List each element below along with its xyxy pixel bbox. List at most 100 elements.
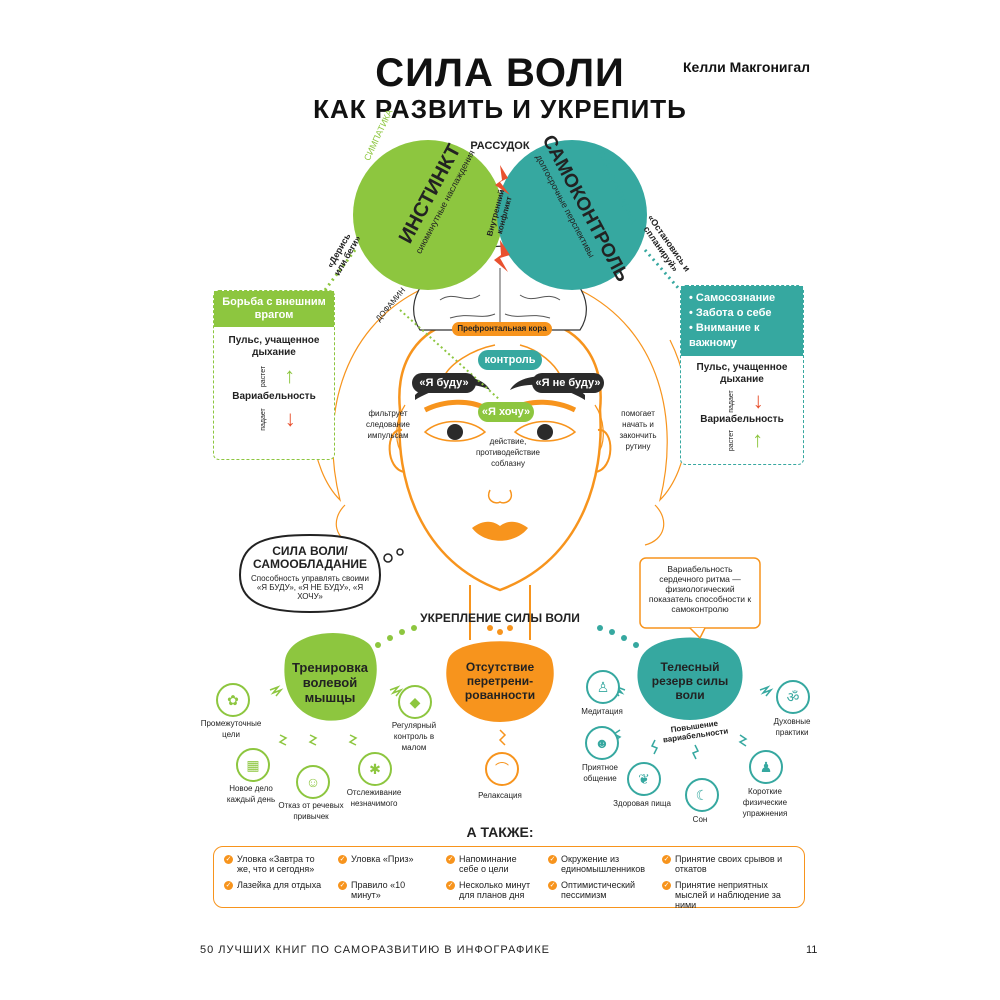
also-item: ✓Правило «10 минут» — [338, 880, 406, 900]
people-icon: ☻ — [585, 726, 619, 760]
check-icon: ✓ — [446, 855, 455, 864]
communication-icon-wrap: ☻ — [585, 726, 619, 760]
meditation-icon: ♙ — [586, 670, 620, 704]
also-item: ✓Несколько минут для планов дня — [446, 880, 531, 900]
i-want-pill: «Я хочу» — [478, 402, 534, 422]
right-item-label: Сон — [692, 815, 708, 824]
also-item: ✓Оптимистический пессимизм — [548, 880, 636, 900]
also-item: ✓Уловка «Завтра то же, что и сегодня» — [224, 854, 315, 874]
check-icon: ✓ — [338, 881, 347, 890]
check-icon: ✓ — [446, 881, 455, 890]
arrow-up-icon: ↑ — [752, 427, 764, 452]
left-box-header: Борьба с внешним врагом — [214, 291, 334, 327]
bug-icon-wrap: ✱ — [358, 752, 392, 786]
left-grows: растет — [260, 365, 267, 387]
author-name: Келли Макгонигал — [683, 59, 811, 75]
also-item: ✓Напоминание себе о цели — [446, 854, 517, 874]
reason-label: РАССУДОК — [470, 140, 530, 152]
right-item-label: Здоровая пища — [613, 799, 671, 808]
bug-icon: ✱ — [358, 752, 392, 786]
arrow-down-icon: ↓ — [284, 406, 296, 431]
right-item: • Самосознание — [689, 292, 776, 304]
hrv-note: Вариабельность сердечного ритма — физиол… — [648, 564, 752, 614]
cake-icon-wrap: ◆ — [398, 685, 432, 719]
no-overtrain-label: Отсутствие перетрени- рованности — [464, 660, 536, 702]
goal-icon-wrap: ✿ — [216, 683, 250, 717]
exercise-icon-wrap: ♟ — [749, 750, 783, 784]
cat-icon: ☺ — [296, 765, 330, 799]
left-item-label: Отказ от речевых привычек — [278, 801, 344, 821]
left-item-label: Регулярный контроль в малом — [391, 721, 437, 752]
exercise-icon: ♟ — [749, 750, 783, 784]
right-variability: Вариабельность — [700, 414, 784, 425]
right-info-box: • Самосознание • Забота о себе • Внимани… — [680, 285, 804, 465]
also-item: ✓Принятие своих срывов и откатов — [662, 854, 783, 874]
meditation-icon-wrap: ♙ — [586, 670, 620, 704]
strengthen-title: УКРЕПЛЕНИЕ СИЛЫ ВОЛИ — [420, 611, 580, 625]
page-number: 11 — [806, 944, 818, 956]
also-column: ✓Уловка «Завтра то же, что и сегодня» ✓Л… — [224, 854, 324, 890]
check-icon: ✓ — [548, 881, 557, 890]
cake-icon: ◆ — [398, 685, 432, 719]
sleep-icon-wrap: ☾ — [685, 778, 719, 812]
food-icon-wrap: ❦ — [627, 762, 661, 796]
relax-icon-wrap: ⌒ — [485, 752, 519, 786]
cat-icon-wrap: ☺ — [296, 765, 330, 799]
also-column: ✓Окружение из единомышленников ✓Оптимист… — [548, 854, 658, 900]
balloons-icon: ✿ — [216, 683, 250, 717]
right-item-label: Медитация — [581, 707, 623, 716]
calendar-icon-wrap: ▦ — [236, 748, 270, 782]
action-note: действие, противодействие соблазну — [475, 437, 541, 468]
prefrontal-pill: Префронтальная кора — [452, 322, 552, 336]
willpower-text: Способность управлять своими «Я БУДУ», «… — [251, 574, 369, 601]
check-icon: ✓ — [338, 855, 347, 864]
also-item: ✓Принятие неприятных мыслей и наблюдение… — [662, 880, 781, 910]
also-column: ✓Напоминание себе о цели ✓Несколько мину… — [446, 854, 538, 900]
also-box — [213, 846, 805, 908]
left-info-box: Борьба с внешним врагом Пульс, учащенное… — [213, 290, 335, 460]
left-item-label: Отслеживание незначимого — [346, 788, 402, 808]
calendar-icon: ▦ — [236, 748, 270, 782]
check-icon: ✓ — [662, 855, 671, 864]
body-reserve-label: Телесный резерв силы воли — [651, 660, 729, 702]
left-falls: падает — [260, 407, 267, 431]
footer-text: 50 ЛУЧШИХ КНИГ ПО САМОРАЗВИТИЮ В ИНФОГРА… — [200, 944, 550, 956]
check-icon: ✓ — [224, 855, 233, 864]
relax-label: Релаксация — [478, 791, 522, 800]
willpower-title: СИЛА ВОЛИ/ САМООБЛАДАНИЕ — [252, 544, 368, 571]
arrow-down-icon: ↓ — [752, 388, 764, 413]
om-icon: ॐ — [776, 680, 810, 714]
willpower-bubble: СИЛА ВОЛИ/ САМООБЛАДАНИЕ Способность упр… — [248, 544, 372, 602]
i-wont-pill: «Я не буду» — [532, 373, 604, 393]
right-item: • Внимание к важному — [689, 322, 760, 349]
also-item: ✓Лазейка для отдыха — [224, 880, 322, 890]
also-column: ✓Уловка «Приз» ✓Правило «10 минут» — [338, 854, 428, 900]
left-pulse: Пульс, учащенное дыхание — [228, 335, 320, 358]
also-item: ✓Окружение из единомышленников — [548, 854, 645, 874]
also-title: А ТАКЖЕ: — [466, 824, 534, 840]
right-item-label: Духовные практики — [773, 717, 811, 737]
right-grows: растет — [728, 429, 735, 451]
right-falls: падает — [728, 389, 735, 413]
right-item: • Забота о себе — [689, 307, 772, 319]
also-item: ✓Уловка «Приз» — [338, 854, 414, 864]
left-item-label: Новое дело каждый день — [226, 784, 276, 804]
control-pill: контроль — [478, 350, 542, 370]
spiritual-icon-wrap: ॐ — [776, 680, 810, 714]
page-title: СИЛА ВОЛИ — [375, 51, 625, 95]
left-variability: Вариабельность — [232, 391, 316, 402]
left-item-label: Промежуточные цели — [200, 719, 262, 739]
relax-icon: ⌒ — [485, 752, 519, 786]
helps-note: помогает начать и закончить рутину — [619, 409, 657, 451]
also-column: ✓Принятие своих срывов и откатов ✓Принят… — [662, 854, 798, 910]
right-item-label: Приятное общение — [582, 763, 618, 783]
check-icon: ✓ — [224, 881, 233, 890]
page-subtitle: КАК РАЗВИТЬ И УКРЕПИТЬ — [313, 94, 687, 124]
bed-icon: ☾ — [685, 778, 719, 812]
i-will-pill: «Я буду» — [412, 373, 476, 393]
arrow-up-icon: ↑ — [284, 363, 296, 388]
check-icon: ✓ — [548, 855, 557, 864]
food-icon: ❦ — [627, 762, 661, 796]
right-pulse: Пульс, учащенное дыхание — [696, 362, 788, 385]
